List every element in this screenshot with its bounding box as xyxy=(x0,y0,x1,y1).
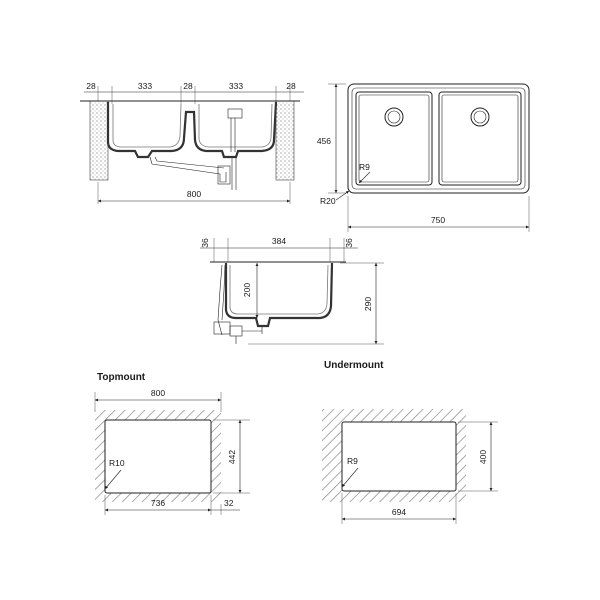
plan-left-drain xyxy=(384,107,404,127)
topmount-cutout-rect xyxy=(104,419,212,494)
plan-right-bowl xyxy=(438,91,522,186)
trap-fitting xyxy=(217,165,231,185)
undermount-title: Undermount xyxy=(324,360,384,371)
dim-side-left: 36 xyxy=(200,238,210,248)
dim-total-depth: 290 xyxy=(363,297,373,311)
topmount-hatch xyxy=(95,410,221,502)
topmount-title: Topmount xyxy=(97,372,146,383)
dim-plan-height: 456 xyxy=(317,136,331,146)
side-bowl-outline xyxy=(224,262,334,328)
dim-right-edge: 28 xyxy=(286,81,296,91)
overflow-box xyxy=(227,108,243,119)
plan-right-drain xyxy=(470,107,490,127)
side-trap xyxy=(213,321,231,335)
dim-side-bowl: 384 xyxy=(272,236,286,246)
dim-left-bowl: 333 xyxy=(138,81,152,91)
plan-outer-rim xyxy=(347,83,530,194)
label-inner-radius: R9 xyxy=(359,162,370,172)
undermount-hatch xyxy=(322,409,466,502)
dim-topmount-height: 442 xyxy=(227,450,237,464)
dim-left-edge: 28 xyxy=(86,81,96,91)
dim-topmount-edge: 32 xyxy=(224,498,234,508)
topmount-cutout: Topmount 800 R10 442 736 32 xyxy=(94,372,250,515)
side-section: 36 384 36 200 290 xyxy=(200,236,384,345)
label-undermount-radius: R9 xyxy=(347,456,358,466)
dim-inner-depth: 200 xyxy=(242,283,252,297)
dim-plan-width: 750 xyxy=(431,215,445,225)
dim-center-divider: 28 xyxy=(183,81,193,91)
undermount-cutout: Undermount R9 400 694 xyxy=(322,360,498,524)
dim-right-bowl: 333 xyxy=(229,81,243,91)
dim-undermount-inner-width: 694 xyxy=(392,507,406,517)
plan-left-bowl xyxy=(355,91,433,186)
plan-view: 456 R9 R20 750 xyxy=(317,83,530,232)
dim-undermount-height: 400 xyxy=(478,450,488,464)
bowls-outline xyxy=(106,101,278,159)
undermount-cutout-rect xyxy=(341,421,457,492)
dim-topmount-inner-width: 736 xyxy=(151,498,165,508)
label-outer-radius: R20 xyxy=(320,196,336,206)
dim-side-right: 36 xyxy=(344,238,354,248)
dim-topmount-width: 800 xyxy=(151,388,165,398)
double-bowl-section: 28 333 28 333 28 800 xyxy=(80,81,304,204)
dim-total-width: 800 xyxy=(187,189,201,199)
countertop-left xyxy=(89,100,109,181)
label-topmount-radius: R10 xyxy=(109,458,125,468)
countertop-right xyxy=(275,100,295,181)
